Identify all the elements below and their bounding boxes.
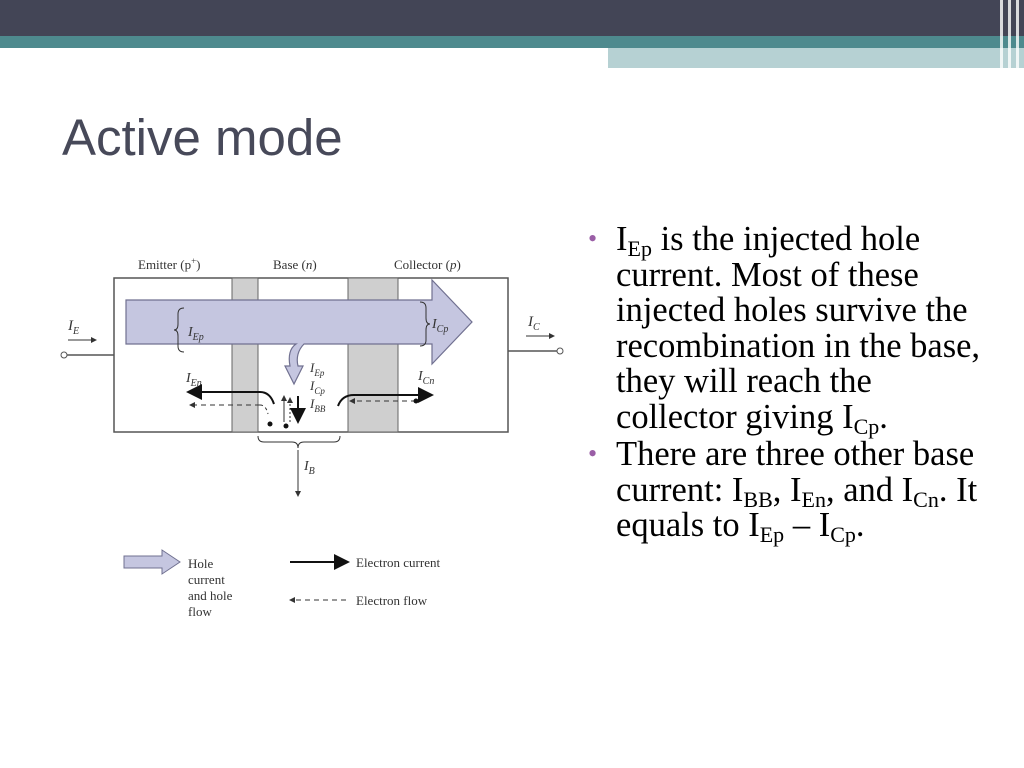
ib-brace xyxy=(257,435,341,449)
emitter-label: Emitter (p+) xyxy=(138,256,201,272)
emitter-terminal xyxy=(60,351,68,359)
header-teal-band xyxy=(0,36,1024,48)
ic-label: IC xyxy=(527,314,540,333)
ie-label: IE xyxy=(67,318,79,337)
header-stripes xyxy=(996,0,1024,68)
ien-flow-curve xyxy=(259,404,269,415)
ien-curve xyxy=(259,391,275,405)
ien-label: IEn xyxy=(185,371,202,389)
legend-hole-label: Hole current and hole flow xyxy=(188,556,236,619)
legend-hole-arrow-icon xyxy=(123,549,181,575)
iep-base-label: IEp xyxy=(309,360,325,378)
bullet-list: IEp is the injected hole current. Most o… xyxy=(588,221,990,546)
icp-brace xyxy=(419,301,431,347)
header-dark-band xyxy=(0,0,1024,36)
bullet-item: There are three other base current: IBB,… xyxy=(588,436,990,545)
ibb-label: IBB xyxy=(309,396,326,414)
emitter-side-electron-dot xyxy=(267,421,273,427)
collector-terminal xyxy=(556,347,564,355)
collector-electron-dot xyxy=(413,398,419,404)
bjt-active-mode-diagram: Emitter (p+) Base (n) Collector (p) IE I… xyxy=(60,256,564,619)
hole-current-arrow xyxy=(125,278,473,386)
bullet-item: IEp is the injected hole current. Most o… xyxy=(588,221,990,437)
iep-label: IEp xyxy=(187,325,204,343)
icn-label: ICn xyxy=(417,369,434,387)
header-light-band xyxy=(608,48,1024,68)
slide-title: Active mode xyxy=(62,109,343,166)
iep-brace xyxy=(173,307,185,353)
base-label: Base (n) xyxy=(273,257,317,272)
icp-label: ICp xyxy=(431,317,448,335)
legend-electron-flow-label: Electron flow xyxy=(356,593,428,608)
legend-electron-current-label: Electron current xyxy=(356,555,440,570)
icp-base-label: ICp xyxy=(309,378,325,396)
icn-curve xyxy=(337,394,355,407)
base-electron-dot xyxy=(283,423,289,429)
ib-label: IB xyxy=(303,459,315,477)
collector-label: Collector (p) xyxy=(394,257,461,272)
